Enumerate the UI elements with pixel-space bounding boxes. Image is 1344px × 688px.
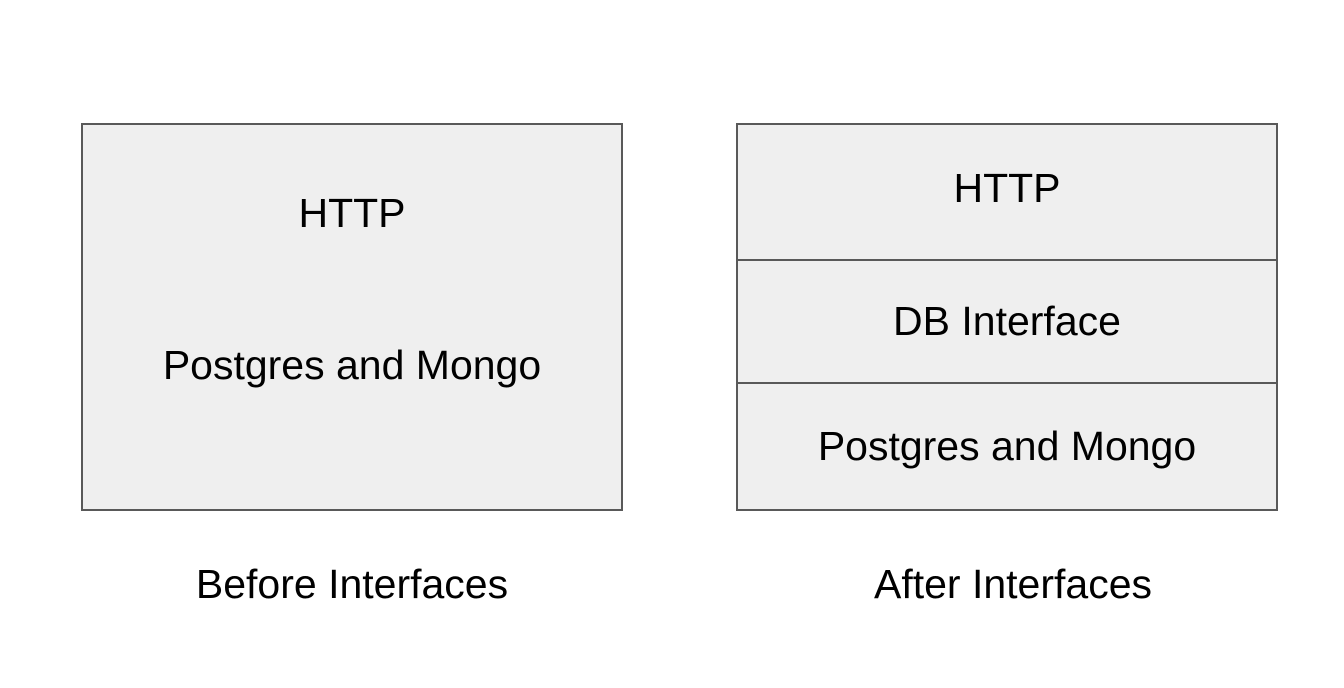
after-db-interface-layer: DB Interface bbox=[738, 259, 1276, 382]
before-caption: Before Interfaces bbox=[195, 561, 509, 607]
after-http-layer: HTTP bbox=[738, 125, 1276, 259]
before-http-layer-label: HTTP bbox=[298, 190, 406, 236]
after-interfaces-box: HTTP DB Interface Postgres and Mongo bbox=[736, 123, 1278, 511]
after-db-layer-label: Postgres and Mongo bbox=[817, 423, 1197, 469]
after-caption: After Interfaces bbox=[873, 561, 1152, 607]
before-db-layer-label: Postgres and Mongo bbox=[162, 342, 542, 388]
before-interfaces-box: HTTP Postgres and Mongo bbox=[81, 123, 623, 511]
after-db-layer: Postgres and Mongo bbox=[738, 382, 1276, 509]
after-http-layer-label: HTTP bbox=[953, 164, 1061, 211]
after-db-interface-layer-label: DB Interface bbox=[893, 298, 1121, 344]
